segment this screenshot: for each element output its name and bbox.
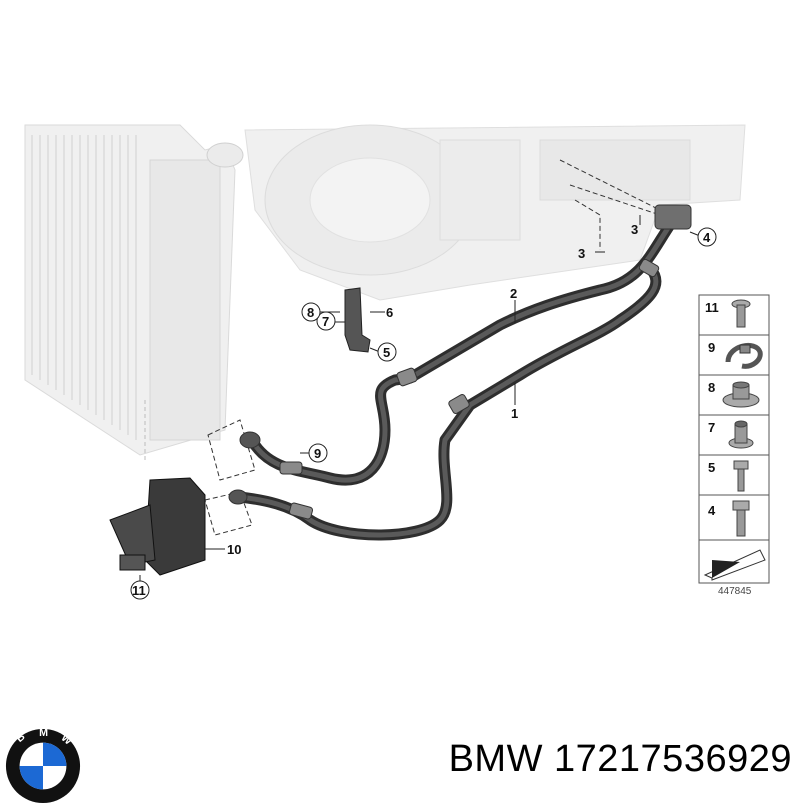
callout-11: 11 — [132, 583, 146, 598]
hose-fittings — [228, 204, 692, 520]
callout-5: 5 — [383, 345, 390, 360]
radiator-ghost — [24, 124, 244, 460]
oil-cooler-unit — [109, 477, 206, 576]
callout-2: 2 — [510, 286, 517, 301]
direction-arrow-icon — [703, 549, 766, 581]
callout-9: 9 — [314, 446, 321, 461]
mounting-bracket — [344, 287, 371, 353]
collar-bolt-icon — [732, 500, 750, 537]
transmission-ghost — [244, 124, 746, 301]
legend-number-5: 5 — [708, 460, 715, 475]
callout-3a: 3 — [631, 222, 638, 237]
bmw-logo: B M W — [5, 727, 81, 804]
callout-7: 7 — [322, 314, 329, 329]
callout-labels: 1 2 3 3 4 5 6 7 8 9 10 11 — [130, 222, 717, 600]
legend-number-9: 9 — [708, 340, 715, 355]
legend-number-7: 7 — [708, 420, 715, 435]
legend-number-11: 11 — [705, 300, 719, 315]
callout-3b: 3 — [578, 246, 585, 261]
brand-name: BMW — [448, 738, 543, 780]
callout-4: 4 — [703, 230, 711, 245]
assembly-lines — [204, 159, 661, 536]
parts-legend: 11 9 8 7 5 4 — [698, 294, 770, 597]
diagram-id: 447845 — [718, 586, 752, 597]
callout-10: 10 — [227, 542, 241, 557]
legend-number-8: 8 — [708, 380, 715, 395]
brand-part-number: BMW 17217536929 — [412, 738, 792, 781]
hose-line-1 — [234, 262, 662, 541]
flange-nut-icon — [722, 381, 760, 408]
spacer-sleeve-icon — [728, 420, 754, 449]
hose-clamp-icon — [725, 342, 763, 369]
flange-bolt-icon — [731, 299, 751, 328]
svg-text:M: M — [39, 727, 48, 739]
part-number: 17217536929 — [554, 738, 792, 780]
hex-bolt-icon — [733, 460, 749, 492]
hose-line-2 — [247, 219, 676, 486]
callout-6: 6 — [386, 305, 393, 320]
legend-number-4: 4 — [708, 503, 716, 518]
callout-1: 1 — [511, 406, 518, 421]
callout-8: 8 — [307, 305, 314, 320]
